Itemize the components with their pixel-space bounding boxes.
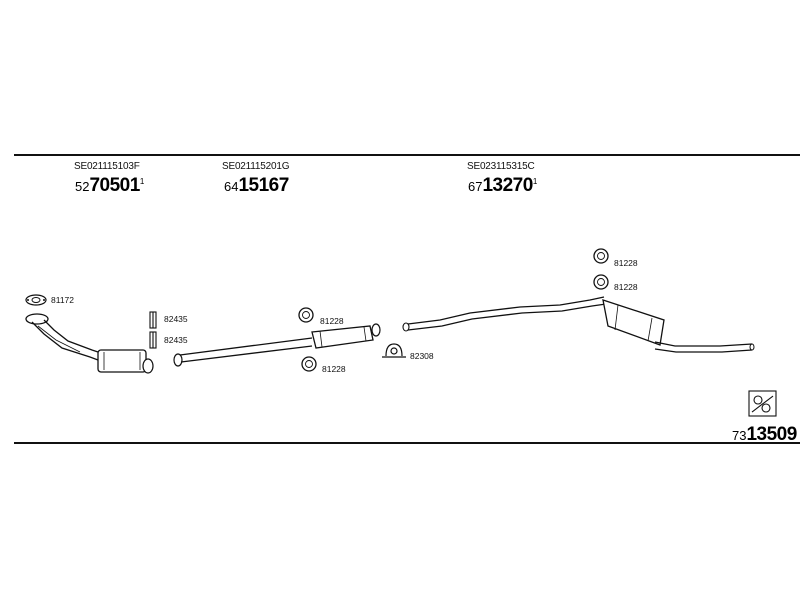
part-number-main: 15167: [238, 175, 289, 196]
rubber-mount-rear-upper-icon: [593, 248, 609, 264]
label-clamp-mid: 82308: [410, 351, 434, 361]
label-rubber-mid-lower: 81228: [322, 364, 346, 374]
bottom-rule: [14, 442, 800, 444]
part-number-middle-silencer: 6415167: [224, 175, 289, 197]
middle-silencer-icon: [173, 323, 381, 367]
part-number-prefix: 67: [468, 179, 483, 194]
oe-reference-rear-silencer: SE023115315C: [467, 161, 535, 172]
part-number-main: 13270: [482, 175, 533, 196]
rubber-mount-upper-icon: [298, 307, 314, 323]
front-pipe-icon: [25, 313, 154, 374]
label-clamp-upper: 82435: [164, 314, 188, 324]
label-rubber-rear-lower: 81228: [614, 282, 638, 292]
u-clamp-icon: [382, 343, 406, 358]
oe-reference-front-pipe: SE021115103F: [74, 161, 140, 172]
rear-silencer-icon: [402, 296, 755, 353]
gasket-front-icon: [25, 294, 47, 306]
part-number-prefix: 52: [75, 179, 90, 194]
part-number-rear-silencer: 67132701: [468, 175, 537, 197]
label-rubber-rear-upper: 81228: [614, 258, 638, 268]
clamp-upper-icon: [149, 311, 157, 329]
kit-number-prefix: 73: [732, 428, 747, 443]
rubber-mount-lower-icon: [301, 356, 317, 372]
kit-part-number: 7313509: [732, 424, 797, 446]
clamp-lower-icon: [149, 331, 157, 349]
oe-reference-middle-silencer: SE021115201G: [222, 161, 290, 172]
kit-number-main: 13509: [746, 424, 797, 445]
top-rule: [14, 154, 800, 156]
part-number-prefix: 64: [224, 179, 239, 194]
label-gasket-front: 81172: [51, 295, 74, 305]
rubber-mount-rear-lower-icon: [593, 274, 609, 290]
part-number-main: 70501: [89, 175, 140, 196]
kit-box-icon: [748, 390, 777, 417]
part-number-superscript: 1: [139, 177, 145, 186]
part-number-superscript: 1: [532, 177, 538, 186]
label-clamp-lower: 82435: [164, 335, 188, 345]
part-number-front-pipe: 52705011: [75, 175, 144, 197]
label-rubber-mid-upper: 81228: [320, 316, 344, 326]
